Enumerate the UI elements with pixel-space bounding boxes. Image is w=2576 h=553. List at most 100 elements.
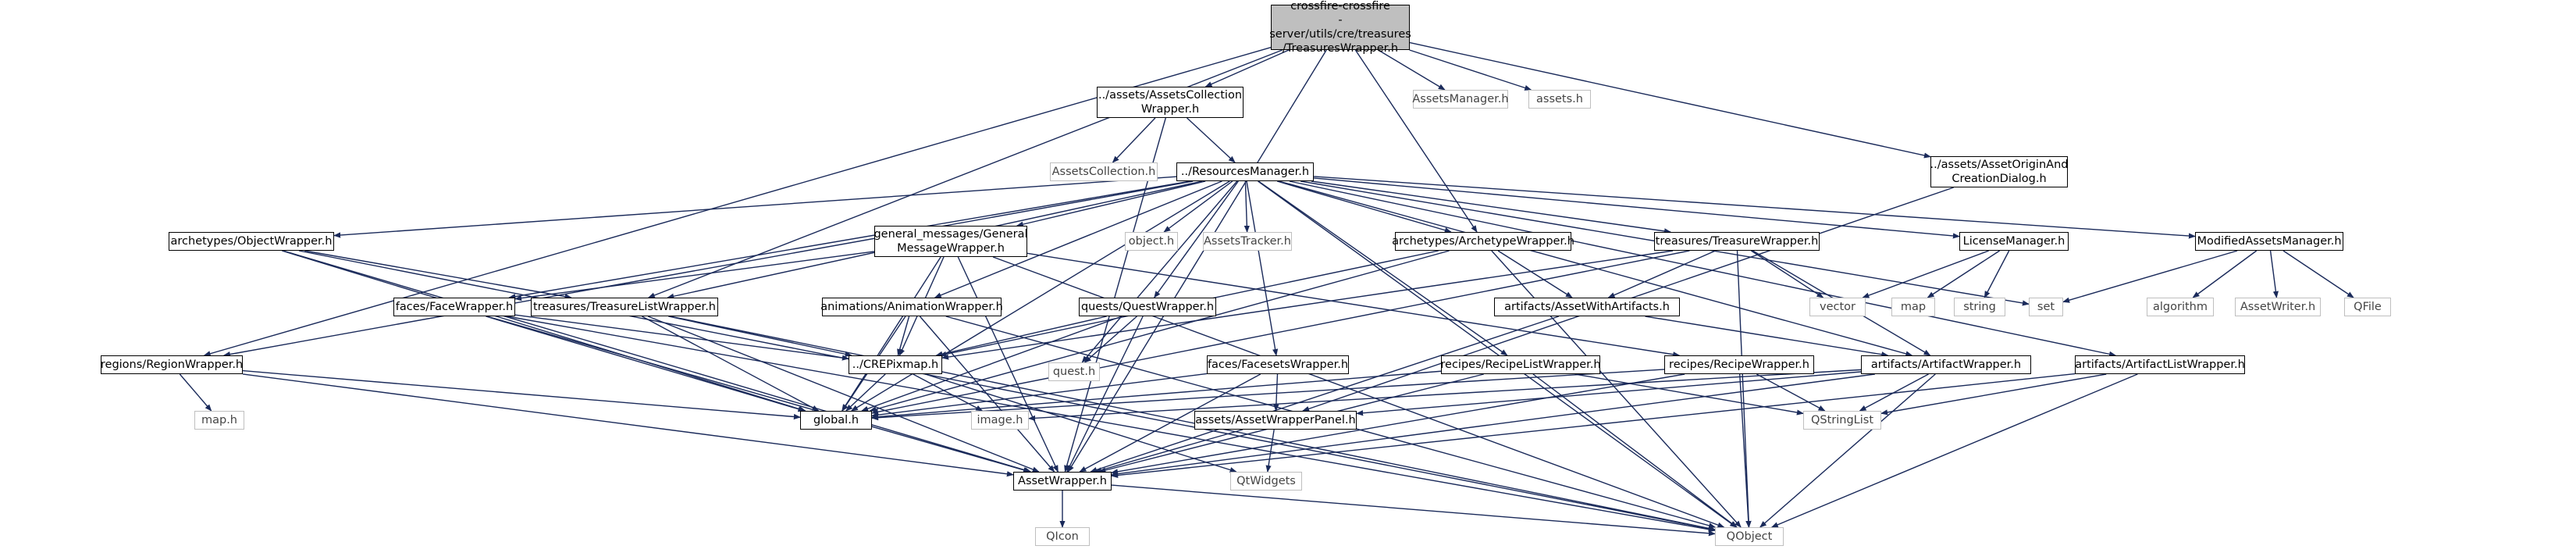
- edge-recipe_wrapper-to-qstringlist: [1756, 373, 1826, 412]
- edge-object_wrapper-to-asset_wrapper: [283, 250, 1032, 473]
- archetype-wrapper-node[interactable]: archetypes/ArchetypeWrapper.h: [1392, 232, 1574, 251]
- edge-region_wrapper-to-global_h: [242, 369, 801, 420]
- treasure-wrapper-node[interactable]: treasures/TreasureWrapper.h: [1654, 232, 1820, 251]
- edge-modified_assets_manager-to-qfile: [2282, 250, 2354, 298]
- edge-treasure_wrapper-to-crepixmap: [941, 250, 1674, 360]
- quest-wrapper-node[interactable]: quests/QuestWrapper.h: [1079, 298, 1216, 316]
- edge-modified_assets_manager-to-asset_writer: [2269, 250, 2279, 298]
- edge-recipe_wrapper-to-global_h: [871, 369, 1665, 421]
- edge-crepixmap-to-qtwidgets: [925, 373, 1237, 473]
- edge-resources_manager-to-recipe_list_wrapper: [1258, 180, 1508, 356]
- edge-artifact_wrapper-to-asset_wrapper: [1111, 373, 1875, 477]
- edge-treasure_wrapper-to-asset_with_artifacts: [1607, 250, 1716, 298]
- edge-resources_manager-to-qobject: [1258, 180, 1738, 528]
- edge-face_wrapper-to-asset_wrapper: [486, 316, 1030, 473]
- edge-quest_wrapper-to-quest_h: [1083, 316, 1137, 363]
- edge-treasure_wrapper-to-qobject: [1736, 250, 1752, 528]
- crepixmap-node[interactable]: ../CREPixmap.h: [849, 355, 942, 374]
- edge-resources_manager-to-face_wrapper: [508, 180, 1190, 300]
- edge-recipe_wrapper-to-asset_wrapper: [1111, 373, 1685, 475]
- edge-archetype_wrapper-to-qobject: [1491, 250, 1742, 528]
- facesets-wrapper-node[interactable]: faces/FacesetsWrapper.h: [1207, 355, 1349, 374]
- global-h-node[interactable]: global.h: [800, 411, 872, 430]
- object-wrapper-node[interactable]: archetypes/ObjectWrapper.h: [169, 232, 334, 251]
- edge-asset_with_artifacts-to-asset_wrapper: [1090, 316, 1560, 473]
- assets-h-node: assets.h: [1528, 90, 1591, 109]
- vector-node: vector: [1809, 298, 1866, 316]
- edge-artifact_wrapper-to-qobject: [1759, 373, 1936, 528]
- edge-face_wrapper-to-crepixmap: [514, 314, 849, 361]
- edge-treasure_wrapper-to-global_h: [871, 250, 1690, 415]
- recipe-wrapper-node[interactable]: recipes/RecipeWrapper.h: [1664, 355, 1814, 374]
- edge-root-to-assets_manager: [1378, 49, 1446, 91]
- edge-resources_manager-to-modified_assets_manager: [1313, 176, 2196, 239]
- edge-modified_assets_manager-to-algorithm: [2192, 250, 2258, 298]
- map-node: map: [1891, 298, 1935, 316]
- edge-artifact_wrapper-to-asset_wrapper_panel: [1356, 371, 1862, 416]
- license-manager-node[interactable]: LicenseManager.h: [1959, 232, 2069, 251]
- assets-collection-wrapper-node[interactable]: ../assets/AssetsCollection Wrapper.h: [1097, 87, 1244, 118]
- edge-resources_manager-to-general_message_wrapper: [1016, 180, 1206, 227]
- edge-artifact_wrapper-to-image_h: [1028, 369, 1862, 421]
- qtwidgets-node: QtWidgets: [1230, 472, 1302, 491]
- edge-region_wrapper-to-map_h: [179, 373, 212, 412]
- edge-recipe_wrapper-to-qobject: [1739, 373, 1752, 528]
- artifact-wrapper-node[interactable]: artifacts/ArtifactWrapper.h: [1861, 355, 2031, 374]
- resources-manager-node[interactable]: ../ResourcesManager.h: [1176, 162, 1314, 181]
- edge-asset_wrapper_panel-to-qtwidgets: [1265, 429, 1275, 473]
- edge-archetype_wrapper-to-asset_with_artifacts: [1497, 250, 1573, 298]
- assets-collection-node: AssetsCollection.h: [1050, 162, 1158, 181]
- edge-assets_collection_wrapper-to-resources_manager: [1187, 117, 1236, 163]
- face-wrapper-node[interactable]: faces/FaceWrapper.h: [393, 298, 515, 316]
- qfile-node: QFile: [2344, 298, 2391, 316]
- asset-wrapper-panel-node[interactable]: assets/AssetWrapperPanel.h: [1194, 411, 1357, 430]
- string-node: string: [1954, 298, 2005, 316]
- edge-treasure_list_wrapper-to-asset_wrapper: [647, 316, 1040, 473]
- edge-resources_manager-to-artifact_wrapper: [1279, 180, 1913, 357]
- edge-archetype_wrapper-to-global_h: [869, 250, 1450, 412]
- edge-resources_manager-to-license_manager: [1313, 177, 1960, 239]
- artifact-list-wrapper-node[interactable]: artifacts/ArtifactListWrapper.h: [2075, 355, 2245, 374]
- edge-crepixmap-to-image_h: [913, 373, 984, 412]
- edge-resources_manager-to-object_wrapper: [333, 176, 1177, 238]
- edge-license_manager-to-vector: [1862, 250, 1989, 298]
- asset-wrapper-node[interactable]: AssetWrapper.h: [1013, 472, 1112, 491]
- edge-quest_wrapper-to-asset_wrapper: [1066, 316, 1144, 473]
- edge-modified_assets_manager-to-set: [2062, 250, 2238, 303]
- edge-resources_manager-to-object_h: [1163, 180, 1233, 233]
- edge-treasure_wrapper-to-vector: [1751, 250, 1824, 298]
- edge-treasure_list_wrapper-to-global_h: [642, 316, 820, 412]
- asset-origin-dialog-node[interactable]: ../assets/AssetOriginAnd CreationDialog.…: [1930, 156, 2068, 187]
- edge-face_wrapper-to-global_h: [486, 316, 806, 412]
- edge-root-to-asset_origin_dialog: [1409, 41, 1931, 159]
- edge-resources_manager-to-treasure_wrapper: [1311, 180, 1671, 234]
- assets-manager-node: AssetsManager.h: [1412, 90, 1509, 109]
- edge-animation_wrapper-to-crepixmap: [897, 316, 910, 356]
- modified-assets-manager-node[interactable]: ModifiedAssetsManager.h: [2195, 232, 2343, 251]
- edge-facesets_wrapper-to-asset_wrapper: [1079, 373, 1261, 473]
- set-node: set: [2029, 298, 2063, 316]
- qobject-node: QObject: [1715, 527, 1784, 546]
- image-h-node: image.h: [971, 411, 1029, 430]
- edge-root-to-region_wrapper: [203, 47, 1272, 357]
- treasure-list-wrapper-node[interactable]: treasures/TreasureListWrapper.h: [531, 298, 718, 316]
- edge-artifact_list_wrapper-to-asset_wrapper: [1111, 373, 2076, 479]
- edge-artifact_list_wrapper-to-qobject: [1770, 373, 2138, 528]
- edge-artifact_list_wrapper-to-qstringlist: [1880, 373, 2107, 416]
- edge-resources_manager-to-facesets_wrapper: [1246, 180, 1279, 356]
- edge-object_wrapper-to-qobject: [298, 250, 1716, 532]
- region-wrapper-node[interactable]: regions/RegionWrapper.h: [101, 355, 243, 374]
- animation-wrapper-node[interactable]: animations/AnimationWrapper.h: [820, 298, 1003, 316]
- edge-treasure_list_wrapper-to-qobject: [670, 316, 1716, 531]
- edge-resources_manager-to-archetype_wrapper: [1276, 180, 1452, 234]
- edge-resources_manager-to-quest_wrapper: [1154, 180, 1239, 298]
- recipe-list-wrapper-node[interactable]: recipes/RecipeListWrapper.h: [1440, 355, 1601, 374]
- edge-resources_manager-to-artifact_list_wrapper: [1289, 180, 2116, 357]
- edge-quest_wrapper-to-global_h: [861, 316, 1123, 412]
- edge-general_message_wrapper-to-global_h: [841, 256, 941, 412]
- general-message-wrapper-node[interactable]: general_messages/General MessageWrapper.…: [873, 226, 1028, 257]
- edge-facesets_wrapper-to-global_h: [871, 373, 1208, 418]
- asset-with-artifacts-node[interactable]: artifacts/AssetWithArtifacts.h: [1494, 298, 1680, 316]
- map-h-node: map.h: [194, 411, 244, 430]
- edge-asset_with_artifacts-to-artifact_wrapper: [1645, 316, 1889, 358]
